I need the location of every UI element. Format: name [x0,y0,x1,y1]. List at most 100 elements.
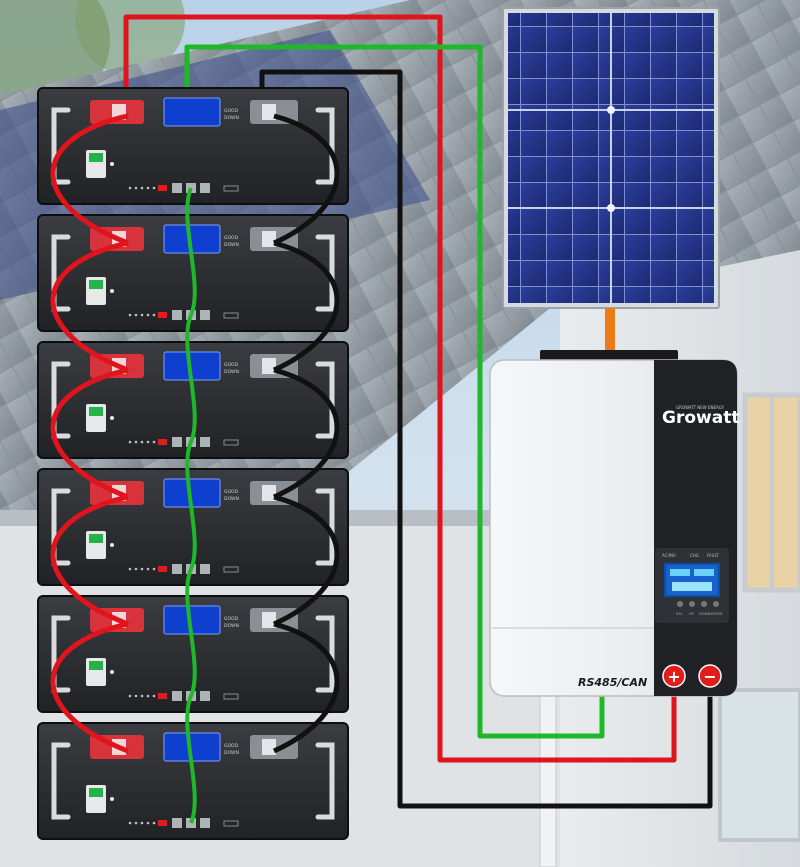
esc-button[interactable] [677,601,683,607]
terminal-bolt [262,231,276,247]
right-handle[interactable] [315,234,335,312]
reset-switch[interactable] [158,312,167,318]
breaker-switch[interactable] [89,407,103,416]
comm-port[interactable] [172,691,182,701]
right-handle[interactable] [315,615,335,693]
comm-port[interactable] [172,310,182,320]
battery-led-label-good: GOOD [224,235,239,241]
terminal-bolt [262,485,276,501]
terminal-bolt [262,358,276,374]
comm-port[interactable] [200,437,210,447]
left-handle[interactable] [51,742,71,820]
negative-jumper-wire [272,113,340,246]
dip-dot [140,821,144,825]
reset-switch[interactable] [158,820,167,826]
dip-dot [134,313,138,317]
comm-port[interactable] [200,183,210,193]
dip-dot [146,440,150,444]
left-handle[interactable] [51,361,71,439]
comm-port[interactable] [172,183,182,193]
dip-dot [128,440,132,444]
left-handle[interactable] [51,107,71,185]
indicator-label-chg: CHG [690,553,699,558]
dip-dot [128,694,132,698]
battery-led-label-down: DOWN [224,750,239,756]
left-handle[interactable] [51,615,71,693]
rs485-can-label: RS485/CAN [578,676,647,689]
comm-port[interactable] [172,564,182,574]
left-handle[interactable] [51,234,71,312]
dip-dot [152,186,156,190]
negative-terminal-symbol: − [703,667,716,686]
dry-contact [223,439,239,446]
battery-lcd [163,97,221,127]
negative-jumper-wire [272,621,340,754]
comm-port[interactable] [200,310,210,320]
pv-cable [605,308,615,356]
battery-led-label-down: DOWN [224,369,239,375]
down-button[interactable] [701,601,707,607]
communication-jumper-wire [185,314,197,443]
reset-switch[interactable] [158,693,167,699]
comm-port[interactable] [200,691,210,701]
dip-dot [128,313,132,317]
battery-led-label-good: GOOD [224,616,239,622]
dip-dot [152,440,156,444]
dip-dot [146,567,150,571]
dip-dot [128,186,132,190]
enter-button[interactable] [713,601,719,607]
right-handle[interactable] [315,742,335,820]
battery-led-label-good: GOOD [224,489,239,495]
breaker-switch[interactable] [89,153,103,162]
battery-jumpers [50,113,340,824]
dip-dot [140,313,144,317]
reset-switch[interactable] [158,566,167,572]
dry-contact [223,185,239,192]
up-button[interactable] [689,601,695,607]
dip-dot [146,186,150,190]
reset-switch[interactable] [158,439,167,445]
inverter-brand: Growatt [662,408,739,428]
communication-jumper-wire [185,568,197,697]
indicator-label-ac: AC/INV [662,553,676,558]
breaker-switch[interactable] [89,788,103,797]
dip-dot [140,186,144,190]
breaker-switch[interactable] [89,661,103,670]
positive-jumper-wire [50,494,129,627]
right-handle[interactable] [315,361,335,439]
comm-port[interactable] [172,437,182,447]
comm-port[interactable] [172,818,182,828]
battery-led-label-good: GOOD [224,108,239,114]
breaker-switch[interactable] [89,534,103,543]
dip-dot [146,821,150,825]
dip-dot [134,821,138,825]
dip-dot [140,694,144,698]
dip-dot [152,567,156,571]
indicator-dot [110,797,114,801]
comm-port[interactable] [200,818,210,828]
indicator-dot [110,670,114,674]
battery-led-label-good: GOOD [224,743,239,749]
dip-dot [140,440,144,444]
indicator-dot [110,289,114,293]
positive-terminal[interactable] [662,664,686,688]
left-handle[interactable] [51,488,71,566]
reset-switch[interactable] [158,185,167,191]
comm-port[interactable] [200,564,210,574]
breaker-switch[interactable] [89,280,103,289]
button-label-enter: ENTER [711,612,723,616]
dip-dot [146,313,150,317]
right-handle[interactable] [315,488,335,566]
communication-jumper-wire [185,695,197,824]
dip-dot [128,821,132,825]
communication-jumper-wire [185,187,197,316]
dip-dot [134,567,138,571]
terminal-bolt [262,612,276,628]
positive-jumper-wire [50,113,129,246]
dry-contact [223,312,239,319]
battery-led-label-down: DOWN [224,115,239,121]
negative-terminal[interactable] [698,664,722,688]
right-handle[interactable] [315,107,335,185]
negative-jumper-wire [272,494,340,627]
